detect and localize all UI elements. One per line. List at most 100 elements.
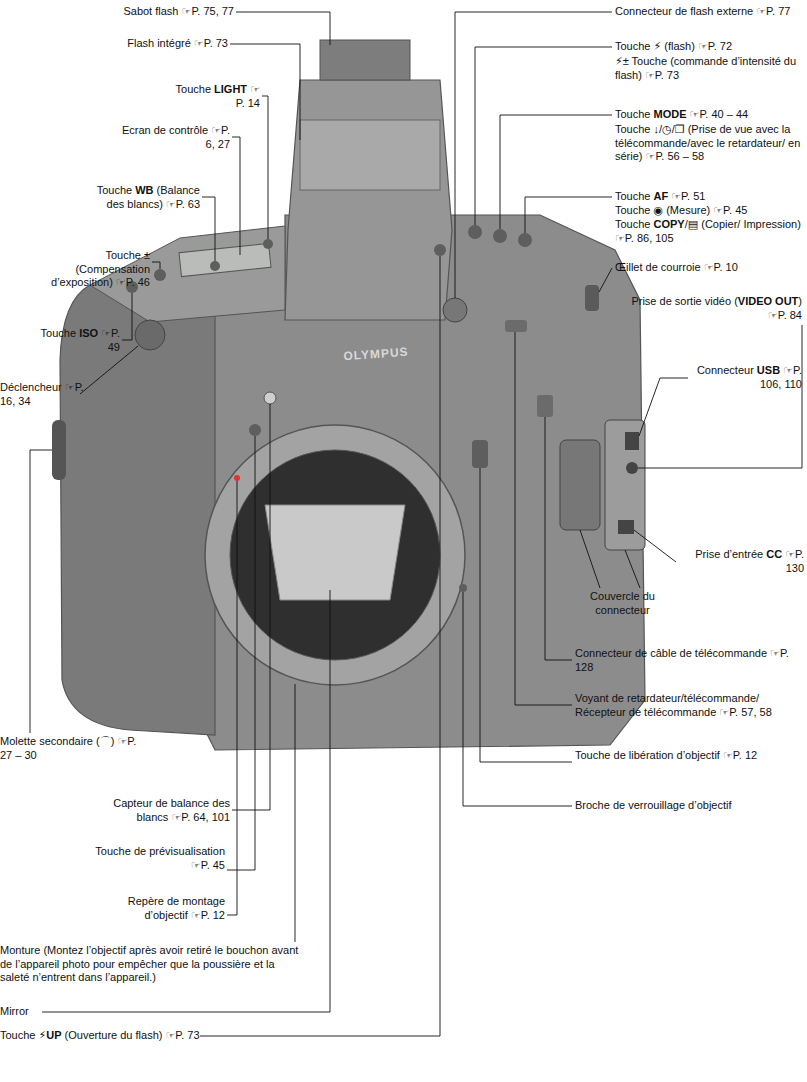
button [518, 233, 532, 247]
callout-label: Touche de libération d’objectif ☞P. 12 [575, 749, 805, 763]
key-name: LIGHT [214, 83, 247, 95]
callout-label: Connecteur USB ☞P. 106, 110 [690, 364, 802, 391]
callout-label: Couvercle du connecteur [575, 590, 670, 617]
leader-line [200, 256, 440, 1036]
remote-connector [537, 395, 553, 417]
button [468, 225, 482, 239]
callout-label: Touche ⚡ (flash) ☞P. 72 [615, 40, 805, 54]
lens-release [472, 440, 488, 468]
callout-label: Touche ISO ☞P. 49 [40, 327, 120, 354]
callout-label: Prise de sortie vidéo (VIDEO OUT) ☞P. 84 [630, 295, 802, 322]
shutter-button [135, 320, 165, 350]
button [493, 229, 507, 243]
lock-pin [459, 584, 467, 592]
key-name: MODE [654, 108, 687, 120]
leader-line [634, 530, 676, 562]
leader-line [202, 197, 215, 261]
leader-line [227, 481, 237, 915]
callout-label: Touche ± (Compensation d’exposition) ☞P.… [40, 249, 150, 290]
strap-eyelet [585, 285, 599, 311]
leader-line [625, 550, 640, 588]
callout-label: Capteur de balance des blancs ☞P. 64, 10… [100, 797, 230, 824]
sub-dial [52, 420, 66, 480]
wb-sensor [264, 392, 276, 404]
port-cover [560, 440, 600, 530]
leader-line [232, 137, 240, 255]
key-name: USB [757, 364, 780, 376]
leader-line [232, 404, 270, 810]
remote-lamp [505, 320, 527, 332]
callout-label: Touche MODE ☞P. 40 – 44 [615, 108, 805, 122]
leader-line [227, 436, 255, 870]
callout-label: Molette secondaire (⌒) ☞P. 27 – 30 [0, 735, 140, 762]
callout-label: Connecteur de câble de télécommande ☞P. … [575, 647, 805, 674]
button [210, 261, 220, 271]
leader-line [152, 262, 160, 269]
callout-label: Sabot flash ☞P. 75, 77 [60, 5, 234, 19]
camera-grip [60, 285, 215, 735]
callout-label: Flash intégré ☞P. 73 [60, 37, 228, 51]
callout-label: Voyant de retardateur/télécommande/ Réce… [575, 692, 805, 719]
callout-label: Connecteur de flash externe ☞P. 77 [615, 5, 805, 19]
sync-socket [443, 298, 467, 322]
leader-line [639, 378, 688, 436]
leader-line [580, 530, 600, 588]
leader-line [525, 197, 612, 233]
callout-label: Touche ◉ (Mesure) ☞P. 45 [615, 204, 805, 218]
mount-mark [234, 475, 240, 481]
prism-flash [285, 80, 452, 320]
callout-label: Monture (Montez l’objectif après avoir r… [0, 944, 300, 985]
callout-label: Mirror [0, 1005, 100, 1019]
leader-line [480, 468, 572, 762]
leader-line [80, 346, 138, 394]
leader-line [515, 332, 572, 705]
callout-label: Ecran de contrôle ☞P. 6, 27 [120, 124, 230, 151]
flash-window [300, 120, 440, 190]
lens-mount [205, 425, 465, 685]
callout-label: Touche LIGHT ☞P. 14 [175, 83, 260, 110]
leader-line [262, 96, 268, 239]
key-name: ISO [79, 327, 98, 339]
leader-line [599, 268, 612, 292]
callout-label: Broche de verrouillage d’objectif [575, 799, 805, 813]
preview-button [249, 424, 261, 436]
callout-label: Prise d’entrée CC ☞P. 130 [678, 548, 804, 575]
key-name: UP [46, 1029, 61, 1041]
leader-line [463, 592, 572, 806]
callout-label: Repère de montage d’objectif ☞P. 12 [95, 895, 225, 922]
callout-label: Déclencheur ☞P. 16, 34 [0, 381, 90, 408]
leader-line [295, 684, 296, 942]
leader-line [122, 293, 132, 340]
callout-label: ⚡± Touche (commande d’intensité du flash… [615, 55, 805, 82]
callout-label: Touche ⚡UP (Ouverture du flash) ☞P. 73 [0, 1029, 200, 1043]
callout-label: Touche de prévisualisation ☞P. 45 [95, 845, 225, 872]
button [434, 244, 446, 256]
leader-line [545, 417, 572, 660]
callout-label: Touche COPY/▤ (Copier/ Impression) ☞P. 8… [615, 218, 805, 245]
callout-label: Touche WB (Balance des blancs) ☞P. 63 [80, 184, 200, 211]
dc-port [618, 520, 634, 534]
leader-line [638, 325, 802, 468]
video-port [626, 462, 638, 474]
hot-shoe [320, 40, 410, 80]
leader-line [500, 115, 612, 229]
key-name: COPY [654, 218, 685, 230]
control-panel [179, 243, 271, 276]
button [154, 269, 166, 281]
leader-line [475, 47, 612, 225]
key-name: AF [654, 190, 669, 202]
mirror [265, 505, 405, 600]
leader-lines [30, 12, 802, 1036]
callout-label: Touche AF ☞P. 51 [615, 190, 805, 204]
port-panel [605, 420, 645, 550]
key-name: CC [766, 548, 782, 560]
key-name: WB [135, 184, 153, 196]
callout-label: Œillet de courroie ☞P. 10 [615, 261, 805, 275]
leader-line [236, 12, 330, 45]
key-name: VIDEO OUT [738, 295, 799, 307]
leader-line [30, 450, 52, 733]
mount-opening [230, 450, 440, 660]
leader-line [455, 12, 612, 298]
